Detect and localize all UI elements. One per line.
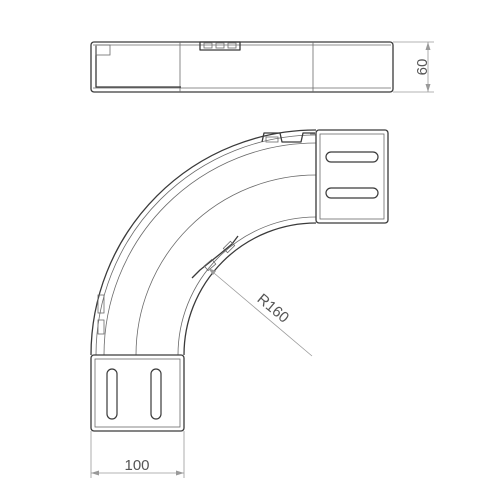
height-dimension [393, 41, 434, 93]
inner-wall [183, 222, 317, 356]
side-view: 60 [90, 41, 434, 93]
slot [325, 187, 379, 199]
outer-wall [90, 129, 317, 356]
connector-detail [199, 41, 241, 51]
side-view-outline [90, 41, 394, 93]
width-dimension [90, 431, 185, 478]
end-connector-bottom [90, 354, 185, 432]
end-connector-right [310, 129, 389, 224]
width-label: 100 [124, 457, 149, 474]
slot [325, 151, 379, 163]
radius-dimension [207, 267, 313, 357]
side-tab [97, 294, 105, 314]
radius-label: R160 [254, 291, 292, 327]
slot [150, 368, 162, 420]
clip-tab-inner [191, 235, 239, 279]
slot [106, 368, 118, 420]
clip-tab-outer [261, 132, 315, 143]
bend-top-view: R160 [90, 129, 389, 432]
height-label: 60 [414, 59, 431, 76]
